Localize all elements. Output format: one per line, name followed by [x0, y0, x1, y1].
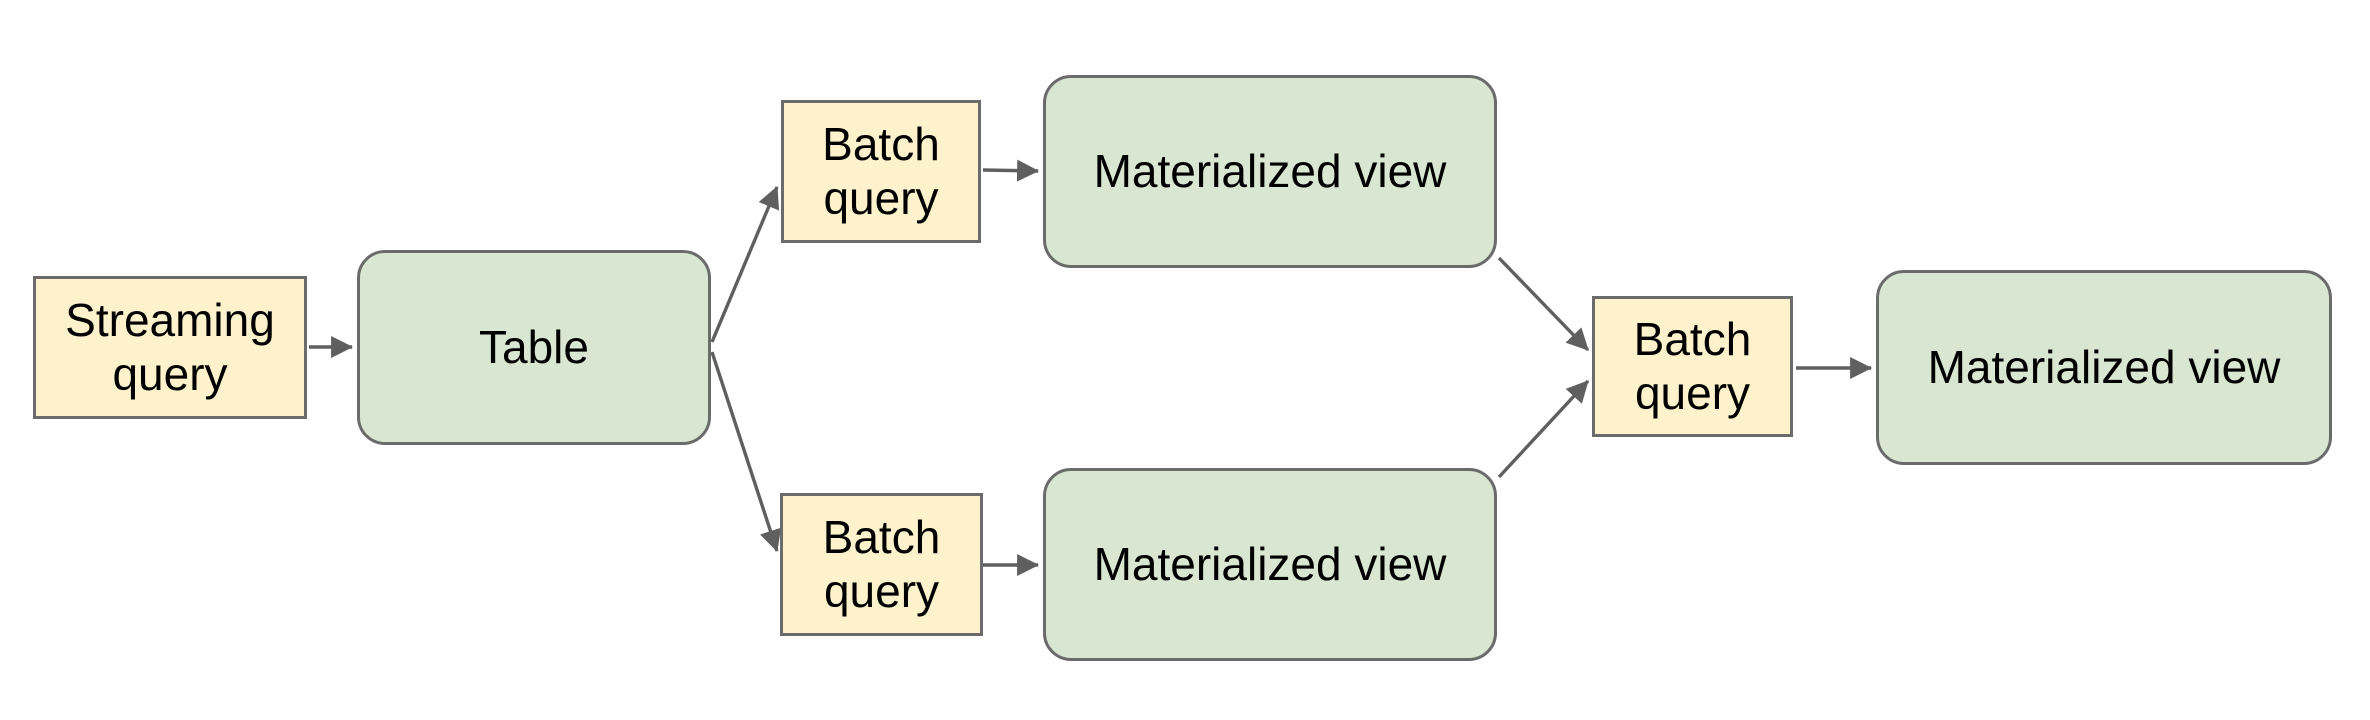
- arrow-mv-bottom-to-batch-query-right: [1497, 379, 1590, 479]
- node-batch-query-bottom: Batch query: [780, 493, 983, 636]
- node-materialized-view-bottom: Materialized view: [1043, 468, 1497, 661]
- node-streaming-query: Streaming query: [33, 276, 307, 419]
- node-batch-query-top-label: Batch query: [822, 117, 940, 224]
- node-streaming-query-label: Streaming query: [65, 293, 275, 400]
- node-materialized-view-final-label: Materialized view: [1927, 340, 2281, 393]
- node-table: Table: [357, 250, 711, 445]
- node-batch-query-bottom-label: Batch query: [822, 510, 941, 617]
- node-materialized-view-final: Materialized view: [1876, 270, 2332, 465]
- node-materialized-view-bottom-label: Materialized view: [1093, 537, 1447, 590]
- node-table-label: Table: [479, 320, 589, 373]
- arrow-mv-top-to-batch-query-right: [1497, 256, 1590, 352]
- node-materialized-view-top: Materialized view: [1043, 75, 1497, 268]
- node-batch-query-right-label: Batch query: [1633, 312, 1752, 419]
- arrow-batch-top-to-mv-top: [982, 159, 1040, 182]
- arrow-table-to-batch-query-bottom: [710, 351, 781, 553]
- node-batch-query-right: Batch query: [1592, 296, 1793, 437]
- node-materialized-view-top-label: Materialized view: [1093, 144, 1447, 197]
- node-batch-query-top: Batch query: [781, 100, 981, 243]
- arrow-table-to-batch-query-top: [710, 185, 780, 343]
